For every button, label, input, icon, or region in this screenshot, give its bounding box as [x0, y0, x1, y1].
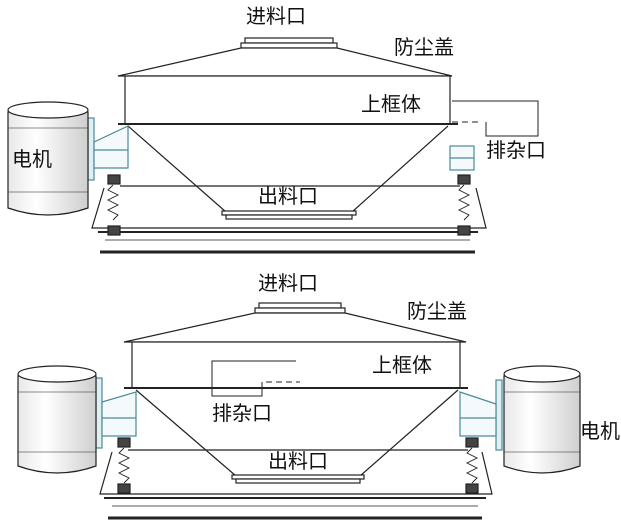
top-upper-frame [124, 75, 451, 125]
bottom-upper-frame-label: 上框体 [372, 353, 432, 377]
bottom-motor-label: 电机 [580, 419, 620, 443]
top-inlet-label: 进料口 [246, 4, 306, 28]
bottom-diagram [17, 302, 581, 520]
top-motor-bracket [87, 117, 129, 181]
bottom-spring-right [465, 447, 479, 484]
bottom-impurity-pipe [211, 360, 296, 397]
bottom-base-frame [99, 451, 493, 495]
bottom-left-bracket [95, 377, 137, 449]
bottom-upper-frame [131, 341, 461, 389]
bottom-spring-left [117, 447, 131, 484]
bottom-inlet-label: 进料口 [258, 271, 318, 295]
top-motor-label: 电机 [12, 147, 52, 171]
top-outlet-label: 出料口 [258, 184, 318, 208]
bottom-motor-right [503, 365, 581, 474]
top-dust-cover-label: 防尘盖 [394, 35, 454, 59]
top-inlet-flange [240, 37, 338, 49]
bottom-outlet-flange [231, 474, 365, 484]
top-impurity-outlet-label: 排杂口 [486, 138, 546, 162]
top-upper-frame-label: 上框体 [361, 92, 421, 116]
top-impurity-pipe [452, 100, 539, 137]
bottom-impurity-outlet-label: 排杂口 [212, 401, 272, 425]
bottom-outlet-label: 出料口 [268, 449, 328, 473]
top-base-frame [91, 187, 487, 229]
top-motor [7, 101, 89, 216]
bottom-motor-left [17, 365, 97, 474]
bottom-inlet-flange [254, 302, 346, 314]
top-diagram [7, 37, 539, 254]
top-right-bracket [449, 145, 475, 171]
bottom-dust-cover-label: 防尘盖 [407, 299, 467, 323]
top-outlet-flange [221, 210, 357, 220]
top-spring-left [106, 184, 120, 221]
top-spring-right [457, 184, 471, 221]
bottom-right-bracket [459, 379, 503, 451]
